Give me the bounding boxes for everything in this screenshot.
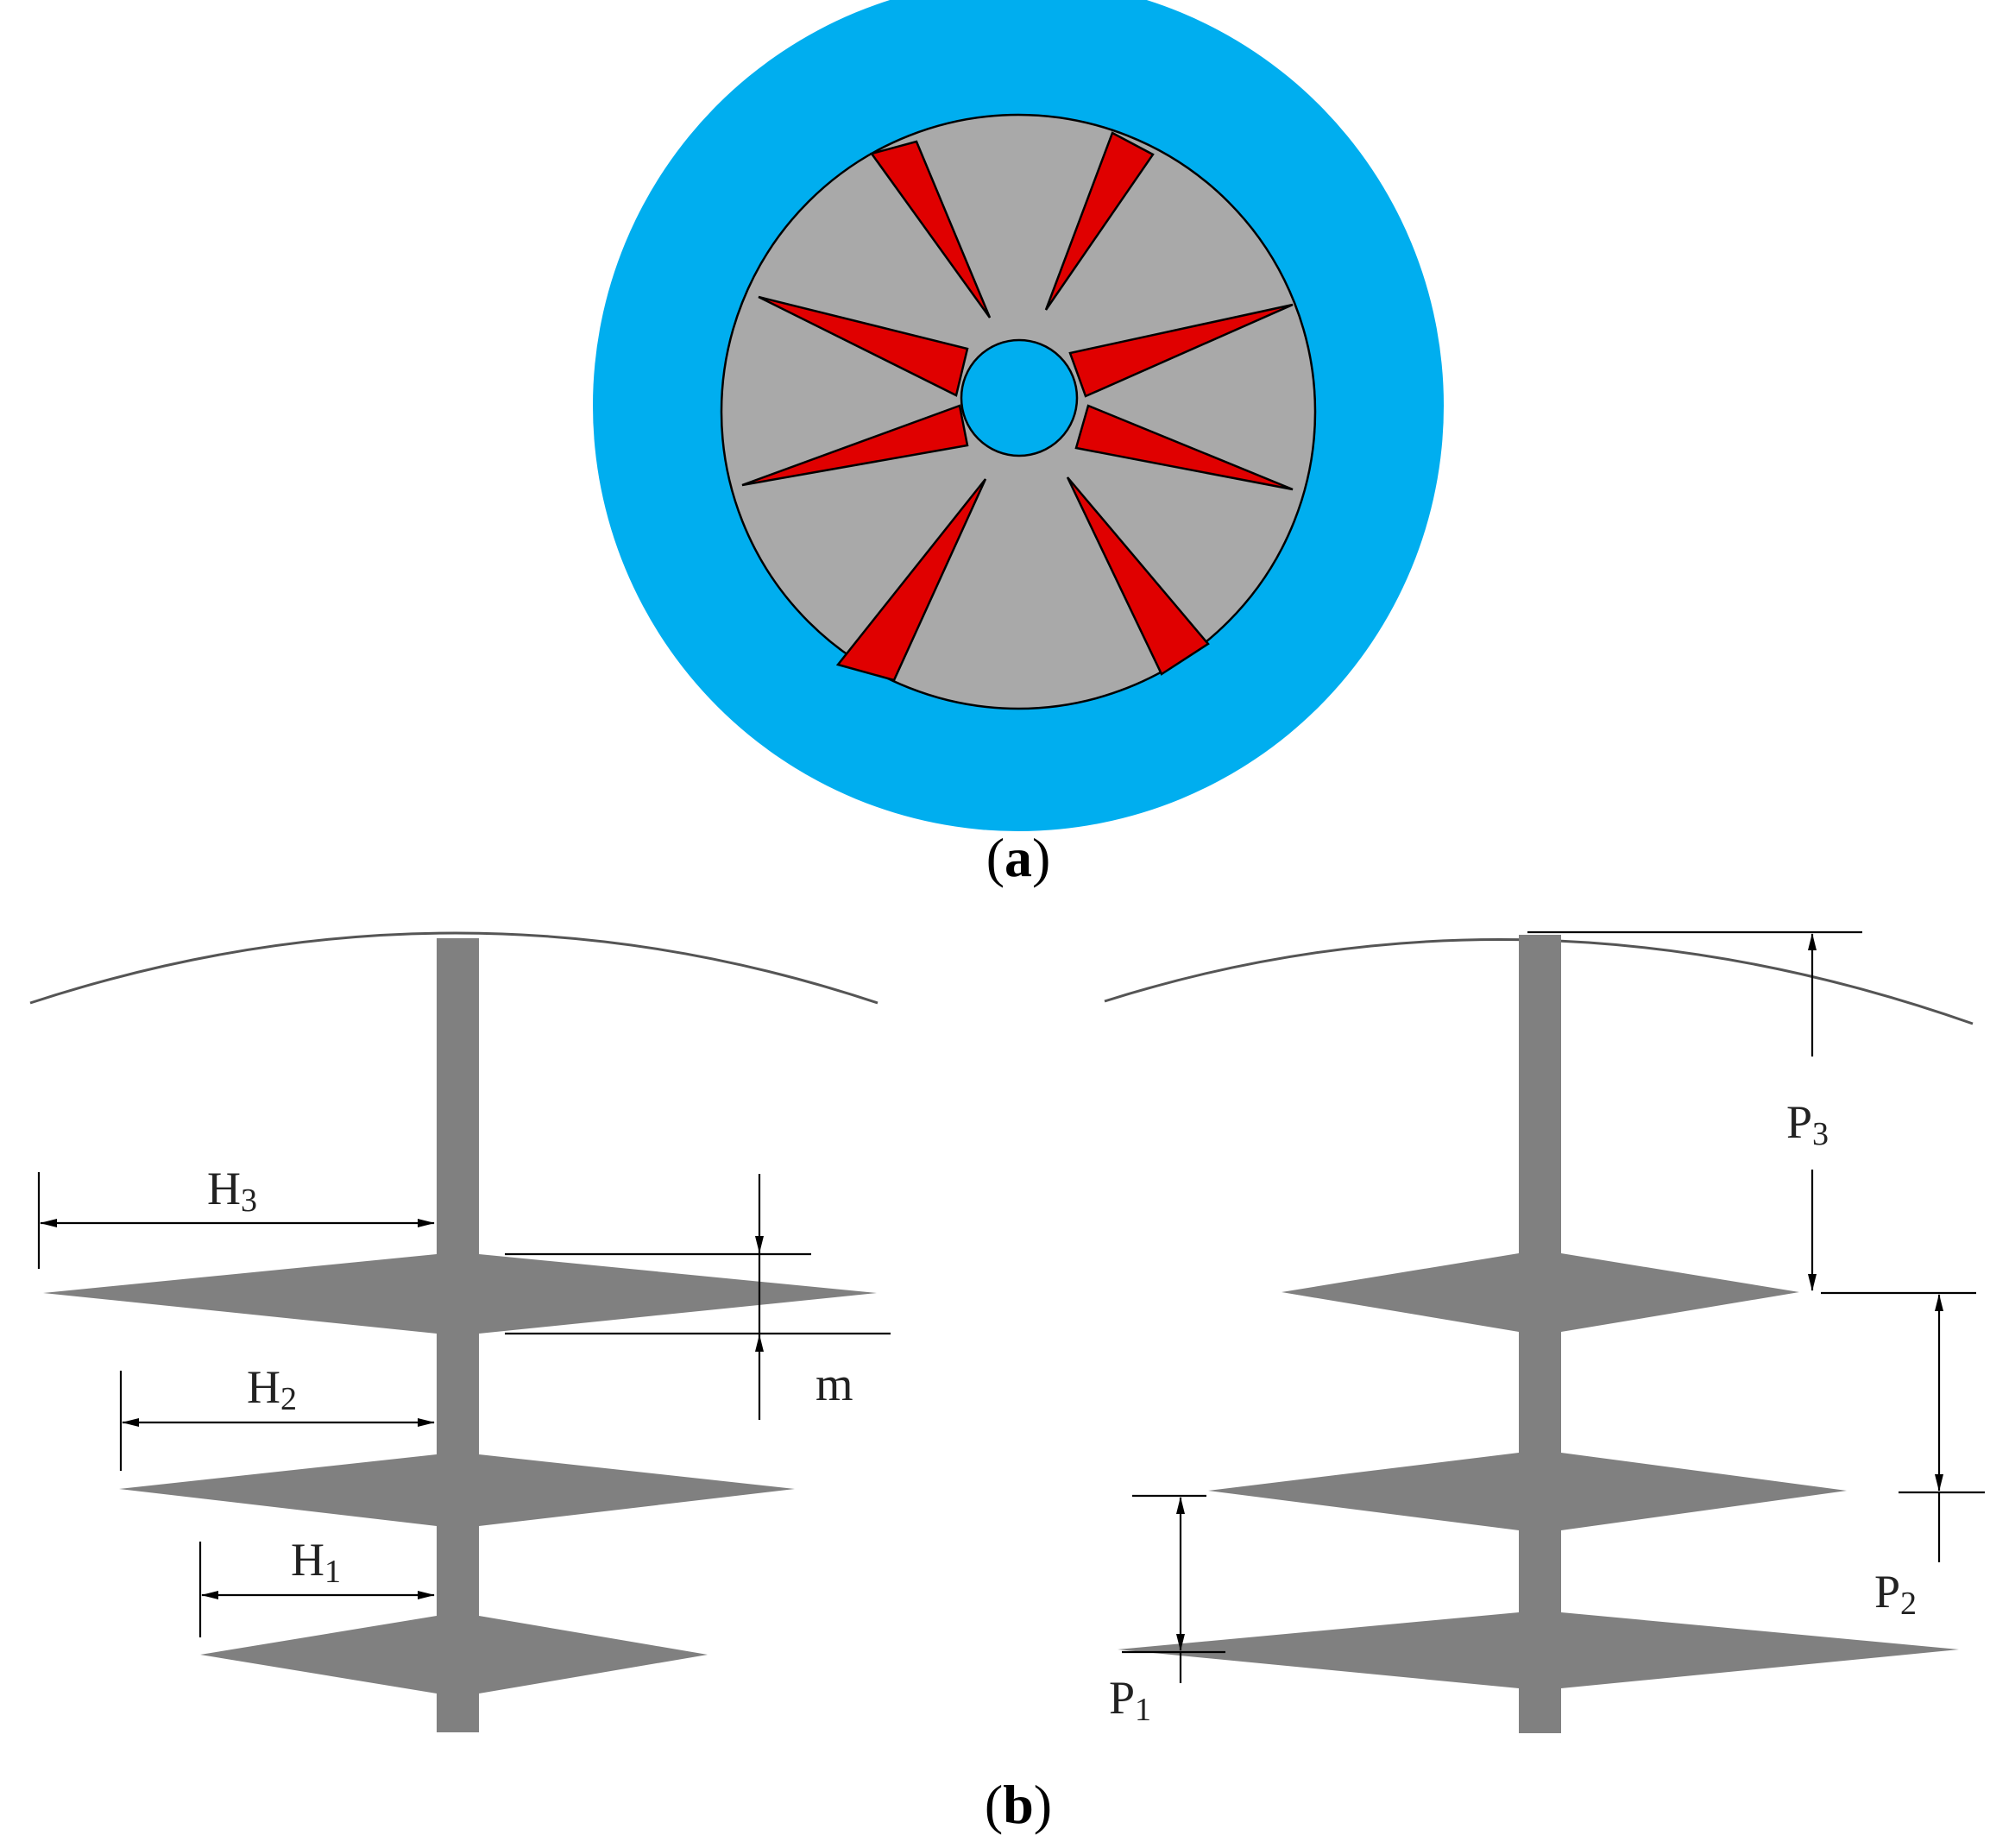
slot-mid-upper-left	[758, 295, 969, 397]
panel-b-right-diagram: P3 P2 P1	[1104, 930, 1985, 1733]
radial-slots	[741, 131, 1294, 682]
slot-upper-right	[1044, 131, 1155, 311]
left-blade-bottom	[200, 1616, 708, 1693]
center-hub	[960, 338, 1079, 457]
left-rotor-arc	[29, 931, 878, 1005]
left-shaft	[437, 938, 479, 1732]
slot-lower-right	[1066, 476, 1210, 676]
panel-b-left-diagram: H3 H2 H1 m	[29, 931, 891, 1732]
h1-label: H1	[291, 1534, 341, 1590]
h2-label: H2	[247, 1361, 297, 1417]
right-blade-bottom	[1118, 1612, 1959, 1688]
p3-label: P3	[1786, 1096, 1829, 1152]
left-blade-middle	[119, 1454, 795, 1526]
slot-mid-lower-right	[1074, 404, 1294, 491]
left-blade-top	[43, 1254, 877, 1334]
p1-label: P1	[1109, 1672, 1151, 1728]
p2-label: P2	[1874, 1566, 1917, 1622]
right-blade-middle	[1208, 1453, 1847, 1530]
slot-mid-upper-right	[1068, 303, 1294, 398]
slot-mid-lower-left	[741, 404, 969, 487]
panel-b-caption: (b)	[985, 1774, 1052, 1835]
slot-lower-left	[835, 478, 987, 682]
left-auger-shape	[43, 938, 877, 1732]
m-label: m	[816, 1358, 853, 1411]
slot-upper-left	[869, 140, 992, 319]
panel-a-diagram	[593, 0, 1444, 831]
right-auger-shape	[1118, 935, 1959, 1733]
panel-a-caption: (a)	[986, 827, 1051, 888]
h3-label: H3	[207, 1163, 257, 1219]
right-shaft	[1519, 935, 1561, 1733]
right-blade-top	[1282, 1253, 1799, 1332]
